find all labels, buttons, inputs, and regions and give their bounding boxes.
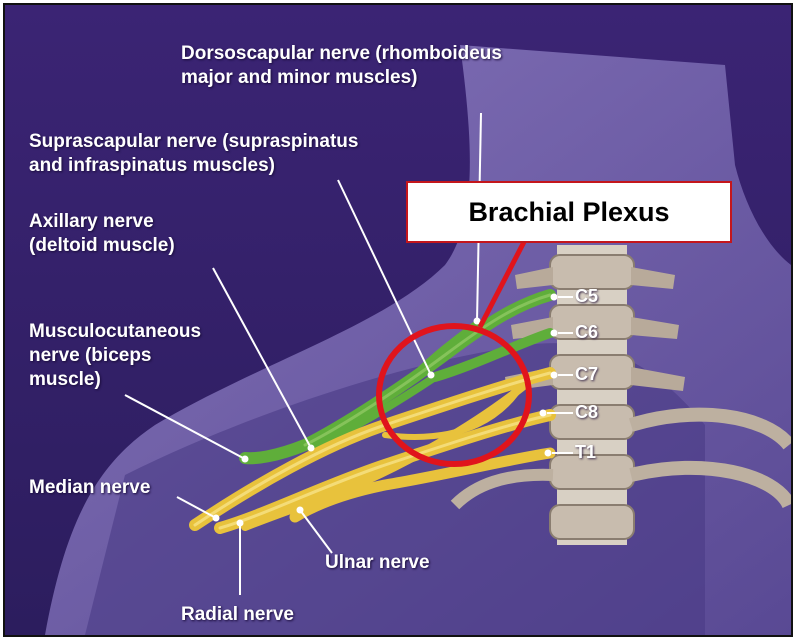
label-line: muscle) bbox=[29, 368, 201, 392]
label-line: (deltoid muscle) bbox=[29, 234, 175, 258]
title-text: Brachial Plexus bbox=[468, 197, 669, 228]
root-label-c8: C8 bbox=[575, 402, 598, 423]
label-line: Dorsoscapular nerve (rhomboideus bbox=[181, 42, 502, 66]
label-axillary-nerve: Axillary nerve (deltoid muscle) bbox=[29, 210, 175, 258]
label-ulnar-nerve: Ulnar nerve bbox=[325, 551, 430, 575]
label-line: nerve (biceps bbox=[29, 344, 201, 368]
label-median-nerve: Median nerve bbox=[29, 476, 150, 500]
label-line: Suprascapular nerve (supraspinatus bbox=[29, 130, 358, 154]
illustration-frame: Brachial Plexus Dorsoscapular nerve (rho… bbox=[3, 3, 793, 637]
label-dorsoscapular-nerve: Dorsoscapular nerve (rhomboideus major a… bbox=[181, 42, 502, 90]
label-line: Musculocutaneous bbox=[29, 320, 201, 344]
label-suprascapular-nerve: Suprascapular nerve (supraspinatus and i… bbox=[29, 130, 358, 178]
label-radial-nerve: Radial nerve bbox=[181, 603, 294, 627]
root-label-c5: C5 bbox=[575, 286, 598, 307]
label-musculocutaneous-nerve: Musculocutaneous nerve (biceps muscle) bbox=[29, 320, 201, 392]
root-label-t1: T1 bbox=[575, 442, 596, 463]
label-line: Median nerve bbox=[29, 476, 150, 500]
label-line: Ulnar nerve bbox=[325, 551, 430, 575]
root-label-c6: C6 bbox=[575, 322, 598, 343]
label-line: and infraspinatus muscles) bbox=[29, 154, 358, 178]
label-line: major and minor muscles) bbox=[181, 66, 502, 90]
root-label-c7: C7 bbox=[575, 364, 598, 385]
label-line: Radial nerve bbox=[181, 603, 294, 627]
label-line: Axillary nerve bbox=[29, 210, 175, 234]
diagram-title: Brachial Plexus bbox=[406, 181, 732, 243]
